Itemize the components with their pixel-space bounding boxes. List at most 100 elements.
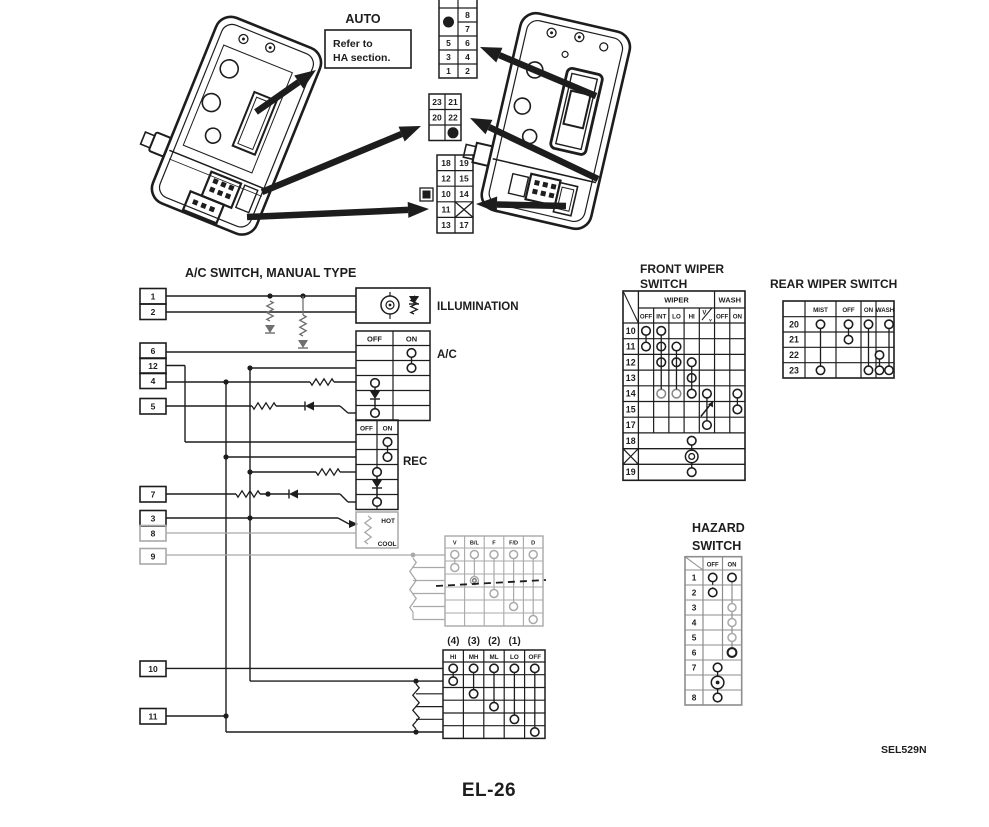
fan-column-header: ML	[489, 654, 498, 661]
wiper-column-header: INT	[656, 313, 666, 320]
fan-position-2: (2)	[488, 636, 500, 647]
callout-arrows	[246, 47, 600, 221]
housing-art	[139, 15, 323, 236]
hazard-title-line1: HAZARD	[692, 521, 745, 535]
auto-callout: AUTO Refer to HA section.	[324, 12, 412, 69]
connector-pin-number: 4	[465, 52, 470, 62]
mode-column-header: B/L	[470, 541, 480, 547]
wiper-row-number: 17	[626, 420, 636, 430]
connector-pin-table-upper: 8 7 5 6 3 4 1 2	[438, 0, 478, 79]
hazard-row-number: 2	[692, 588, 697, 598]
connector-pin-number: 15	[459, 173, 469, 183]
hazard-row-number: 5	[692, 633, 697, 643]
mode-column-header: D	[531, 541, 535, 547]
wiper-row-number: 10	[626, 326, 636, 336]
connector-pin-number: 2	[465, 66, 470, 76]
illumination-label: ILLUMINATION	[437, 301, 519, 313]
rec-label: REC	[403, 456, 427, 468]
wiper-row-number: 11	[626, 342, 635, 352]
wiper-column-header: V	[702, 311, 706, 317]
connector-pin-number: 3	[446, 52, 451, 62]
harness-pin-number: 2	[151, 307, 156, 317]
connector-pin-number: 10	[441, 189, 451, 199]
connector-pin-number: 20	[432, 112, 442, 122]
harness-pin-number: 5	[151, 402, 156, 412]
hazard-column-header: ON	[728, 562, 737, 568]
wiper-row-number: 15	[626, 404, 636, 414]
ac-switch-schematic: A/C SWITCH, MANUAL TYPE ILLUMINATION A/C…	[139, 266, 547, 740]
harness-pin-number: 1	[151, 292, 156, 302]
connector-pin-number: 1	[446, 66, 451, 76]
rear-wiper-row-number: 23	[789, 365, 799, 375]
wiper-column-header: OFF	[640, 313, 653, 320]
connector-pin-number: 13	[441, 220, 451, 230]
refer-line1: Refer to	[333, 38, 373, 50]
connector-pin-number: 19	[459, 158, 469, 168]
ac-off-header: OFF	[367, 335, 382, 344]
connector-pin-number: 22	[448, 112, 458, 122]
harness-pin-number: 4	[151, 376, 156, 386]
hazard-title-line2: SWITCH	[692, 539, 741, 553]
front-wiper-title-line1: FRONT WIPER	[640, 262, 724, 276]
rec-off-header: OFF	[360, 426, 373, 433]
wiper-row-number: 18	[626, 436, 636, 446]
rear-wiper-row-number: 21	[789, 335, 799, 345]
connector-pin-number: 7	[465, 24, 470, 34]
hazard-row-number: 4	[692, 618, 697, 628]
connector-pin-number: 5	[446, 38, 451, 48]
rear-wiper-column-header: ON	[864, 307, 874, 314]
connector-pin-number: 17	[459, 220, 469, 230]
refer-line2: HA section.	[333, 52, 390, 64]
mode-column-header: F	[492, 541, 496, 547]
connector-pin-number: 8	[465, 10, 470, 20]
heater-cool-label: COOL	[378, 541, 397, 548]
mode-column-header: V	[453, 541, 457, 547]
harness-pin-number: 7	[151, 490, 156, 500]
harness-pin-number: 12	[148, 361, 158, 371]
harness-pin-number: 9	[151, 552, 156, 562]
hazard-row-number: 7	[692, 663, 697, 673]
rear-wiper-column-header: MIST	[813, 307, 828, 314]
fan-position-4: (4)	[447, 636, 459, 647]
wiper-column-header: OFF	[716, 313, 729, 320]
wiper-row-number: 13	[626, 373, 636, 383]
wiper-row-number: 19	[626, 467, 636, 477]
figure-code: SEL529N	[881, 744, 927, 756]
connector-pin-number: 21	[448, 97, 458, 107]
fan-column-header: LO	[510, 654, 519, 661]
front-wiper-switch-table: FRONT WIPER SWITCH WIPER WASH 1011121314…	[622, 262, 746, 482]
ac-on-header: ON	[406, 335, 417, 344]
page-code: EL-26	[462, 780, 516, 801]
connector-pin-number: 12	[441, 173, 451, 183]
hazard-row-number: 8	[692, 693, 697, 703]
hazard-row-number: 6	[692, 648, 697, 658]
hazard-row-number: 3	[692, 603, 697, 613]
refer-box	[324, 29, 412, 69]
connector-pin-number: 14	[459, 189, 469, 199]
harness-pin-number: 6	[151, 346, 156, 356]
rear-wiper-row-number: 22	[789, 350, 799, 360]
fan-column-header: HI	[450, 654, 457, 661]
wiper-column-header: ON	[733, 313, 743, 320]
ac-switch-title: A/C SWITCH, MANUAL TYPE	[185, 266, 356, 280]
fan-position-3: (3)	[468, 636, 480, 647]
rear-wiper-title: REAR WIPER SWITCH	[770, 277, 897, 291]
connector-pin-number: 6	[465, 38, 470, 48]
harness-pin-number: 10	[148, 664, 158, 674]
wiper-column-header: LO	[672, 313, 681, 320]
right-switch-housing-illustration	[462, 11, 632, 231]
wiper-row-number: 12	[626, 357, 636, 367]
hazard-column-header: OFF	[707, 562, 719, 568]
harness-pin-number: 11	[149, 712, 158, 722]
